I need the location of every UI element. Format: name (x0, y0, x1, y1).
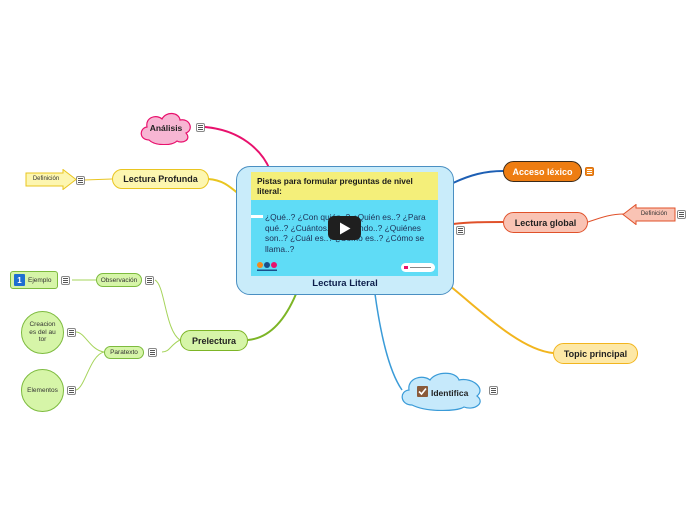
card-marker (251, 215, 263, 218)
node-paratexto[interactable]: Paratexto (104, 346, 144, 359)
node-identifica[interactable]: Identifica (398, 369, 488, 411)
node-topic-principal-label: Topic principal (563, 348, 628, 359)
note-icon[interactable] (677, 210, 686, 219)
note-icon[interactable] (67, 386, 76, 395)
arrow-shape (25, 169, 77, 190)
node-analisis-label: Análisis (149, 123, 183, 133)
card-badge-icon (401, 263, 435, 272)
note-icon[interactable] (196, 123, 205, 132)
node-elementos[interactable]: Elementos (21, 369, 64, 412)
note-icon[interactable] (61, 276, 70, 285)
node-definicion-left[interactable]: Definición (25, 169, 77, 190)
card-heading: Pistas para formular preguntas de nivel … (251, 172, 438, 200)
node-elementos-label: Elementos (27, 386, 58, 394)
node-analisis[interactable]: Análisis (137, 110, 195, 145)
node-observacion[interactable]: Observación (96, 273, 142, 287)
node-definicion-right[interactable]: Definición (622, 204, 676, 225)
node-lectura-global-label: Lectura global (514, 217, 577, 228)
note-icon[interactable] (76, 176, 85, 185)
node-lectura-profunda[interactable]: Lectura Profunda (112, 169, 209, 189)
card-logo-icon (256, 260, 278, 273)
cloud-shape (140, 112, 191, 145)
node-paratexto-label: Paratexto (110, 349, 138, 356)
video-card[interactable]: Pistas para formular preguntas de nivel … (251, 172, 438, 276)
note-icon[interactable] (148, 348, 157, 357)
node-ejemplo-label: Ejemplo (28, 276, 52, 284)
cloud-shape (401, 372, 481, 411)
number-one-icon: 1 (14, 274, 25, 286)
node-acceso-lexico[interactable]: Acceso léxico (503, 161, 582, 182)
node-definicion-right-label: Definición (640, 211, 668, 217)
node-prelectura-label: Prelectura (191, 335, 237, 346)
node-identifica-label: Identifica (431, 388, 469, 398)
node-prelectura[interactable]: Prelectura (180, 330, 248, 351)
note-icon[interactable] (145, 276, 154, 285)
node-creaciones-autor[interactable]: Creaciones del autor (21, 311, 64, 354)
note-icon[interactable] (67, 328, 76, 337)
note-icon[interactable] (456, 226, 465, 235)
central-topic[interactable]: Pistas para formular preguntas de nivel … (236, 166, 454, 295)
play-icon[interactable] (328, 216, 361, 240)
node-acceso-lexico-label: Acceso léxico (512, 166, 573, 177)
node-lectura-global[interactable]: Lectura global (503, 212, 588, 233)
node-creaciones-autor-label: Creaciones del autor (29, 321, 56, 344)
arrow-shape (622, 204, 676, 225)
central-title: Lectura Literal (312, 278, 378, 289)
note-icon[interactable] (585, 167, 594, 176)
note-icon[interactable] (489, 386, 498, 395)
node-lectura-profunda-label: Lectura Profunda (123, 174, 198, 184)
node-observacion-label: Observación (100, 276, 138, 284)
node-definicion-left-label: Definición (32, 176, 60, 182)
node-topic-principal[interactable]: Topic principal (553, 343, 638, 364)
node-ejemplo[interactable]: 1 Ejemplo (10, 271, 58, 289)
check-icon (417, 386, 428, 397)
